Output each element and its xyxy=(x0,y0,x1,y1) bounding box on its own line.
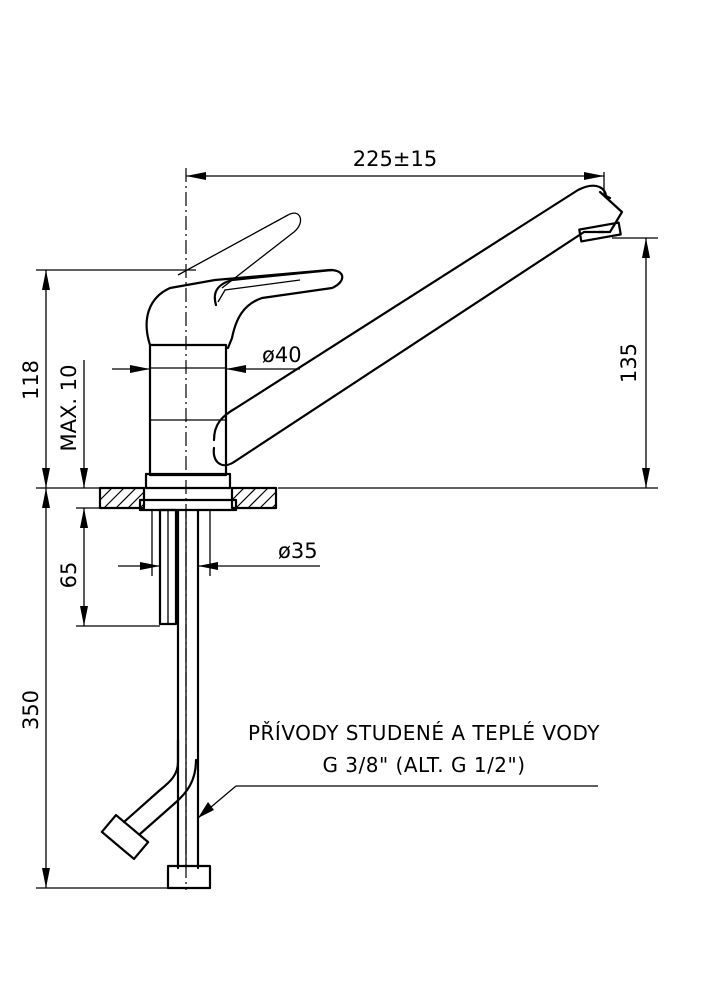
dim-shank-diameter-label: ø35 xyxy=(278,539,318,563)
dim-total-height-label: 118 xyxy=(19,360,43,400)
faucet-body xyxy=(144,343,232,490)
dim-total-height: 118 xyxy=(19,269,196,489)
dim-max-thickness-label: MAX. 10 xyxy=(57,365,81,452)
dim-max-thickness: MAX. 10 xyxy=(57,360,100,530)
countertop-section xyxy=(98,486,278,512)
spout xyxy=(212,184,624,467)
dim-body-diameter: ø40 xyxy=(112,343,302,373)
dim-spout-height-label: 135 xyxy=(617,343,641,383)
dim-reach-label: 225±15 xyxy=(353,147,437,171)
shank-and-hoses xyxy=(100,508,212,890)
dim-reach: 225±15 xyxy=(186,147,605,196)
note-line-1: PŘÍVODY STUDENÉ A TEPLÉ VODY xyxy=(248,721,600,745)
dim-hose-length: 350 xyxy=(19,488,168,889)
lever-handle xyxy=(145,212,344,350)
dim-shank-length: 65 xyxy=(57,530,160,627)
note-line-2: G 3/8" (ALT. G 1/2") xyxy=(322,753,525,777)
dim-body-diameter-label: ø40 xyxy=(262,343,302,367)
dim-spout-height: 135 xyxy=(278,237,658,489)
dim-hose-length-label: 350 xyxy=(19,690,43,730)
connection-note: PŘÍVODY STUDENÉ A TEPLÉ VODY G 3/8" (ALT… xyxy=(197,721,600,819)
dim-shank-length-label: 65 xyxy=(57,562,81,589)
dim-shank-diameter: ø35 xyxy=(118,510,320,576)
